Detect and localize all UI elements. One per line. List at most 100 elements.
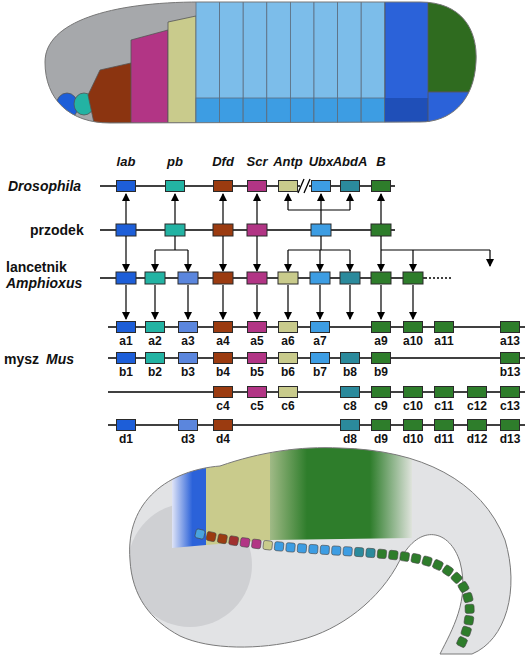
row-label: przodek <box>30 222 84 238</box>
fly-segment <box>220 0 244 125</box>
gene-name: c11 <box>434 399 453 413</box>
mouse-embryo <box>120 440 520 656</box>
somite <box>388 550 398 560</box>
gene-name: Antp <box>273 154 303 169</box>
somite <box>354 547 364 557</box>
gene-name: a5 <box>250 334 263 348</box>
fly-segment <box>243 0 267 125</box>
gene-name: b5 <box>250 365 264 379</box>
gene-box: c11 <box>434 386 454 398</box>
gene-name: b8 <box>343 365 357 379</box>
gene-name: d3 <box>181 432 195 446</box>
fly-segment <box>196 0 220 125</box>
gene-box: Dfd <box>213 180 233 192</box>
ancestor-genes <box>116 224 391 236</box>
gene-name: a4 <box>216 334 229 348</box>
gene-box: a2 <box>145 321 165 333</box>
gene-name: Dfd <box>212 154 234 169</box>
gene-name: b6 <box>281 365 295 379</box>
somite <box>422 556 433 567</box>
somite <box>206 531 217 542</box>
somite <box>464 615 474 625</box>
somite <box>286 543 296 553</box>
gene-box: d12 <box>467 419 487 431</box>
gene-name: d12 <box>467 432 488 446</box>
gene-name: a13 <box>500 334 520 348</box>
gene-box: d13 <box>500 419 520 431</box>
gene-name: AbdA <box>333 154 368 169</box>
gene-box: a3 <box>178 321 198 333</box>
gene-name: Scr <box>247 154 268 169</box>
gene-name: b13 <box>500 365 521 379</box>
gene-box: b1 <box>116 352 136 364</box>
gene-box: b3 <box>178 352 198 364</box>
gene-name: c9 <box>374 399 387 413</box>
gene-box: c6 <box>278 386 298 398</box>
somite <box>411 553 422 564</box>
row-label: mysz <box>4 351 39 367</box>
gene-name: a9 <box>374 334 387 348</box>
gene-name: d11 <box>434 432 454 446</box>
gene-name: d4 <box>216 432 230 446</box>
gene-name: c8 <box>343 399 356 413</box>
gene-box: b2 <box>145 352 165 364</box>
gene-box: pb <box>165 180 185 192</box>
gene-box: c9 <box>371 386 391 398</box>
fly-segment <box>314 0 338 125</box>
gene-box: a9 <box>371 321 391 333</box>
gene-box: b6 <box>278 352 298 364</box>
row-label: lancetnik <box>6 259 67 275</box>
gene-name: Ubx <box>309 154 334 169</box>
gene-box: AbdA <box>340 180 360 192</box>
gene-name: pb <box>167 154 183 169</box>
somite <box>251 539 261 549</box>
somite <box>274 541 284 551</box>
gene-name: b3 <box>181 365 195 379</box>
gene-name: B <box>376 154 385 169</box>
fly-segment <box>361 0 385 125</box>
row-label: Amphioxus <box>6 275 82 291</box>
somite <box>377 549 387 559</box>
somite <box>400 551 410 561</box>
somite <box>450 572 463 585</box>
gene-box: lab <box>116 180 136 192</box>
gene-name: c4 <box>216 399 229 413</box>
gene-box: a13 <box>500 321 520 333</box>
gene-name: a1 <box>119 334 132 348</box>
gene-name: a7 <box>313 334 326 348</box>
fly-outline <box>45 2 476 123</box>
gene-name: a2 <box>148 334 161 348</box>
somite <box>217 534 227 544</box>
gene-name: b9 <box>374 365 388 379</box>
gene-box: c5 <box>247 386 267 398</box>
gene-box: d9 <box>371 419 391 431</box>
gene-name: c10 <box>403 399 423 413</box>
gene-name: c13 <box>500 399 520 413</box>
gene-box: Ubx <box>311 180 331 192</box>
somite <box>320 545 330 555</box>
gene-box: c12 <box>467 386 487 398</box>
gene-box: b4 <box>213 352 233 364</box>
gene-name: c6 <box>281 399 294 413</box>
row-label: Drosophila <box>8 178 81 194</box>
gene-box: a4 <box>213 321 233 333</box>
somite <box>442 564 454 576</box>
gene-name: c5 <box>250 399 263 413</box>
homology-arrows <box>126 194 490 319</box>
gene-box: a5 <box>247 321 267 333</box>
gene-box: Antp <box>278 180 298 192</box>
gene-name: d1 <box>119 432 133 446</box>
gene-name: a10 <box>403 334 423 348</box>
gene-box: b9 <box>371 352 391 364</box>
fly-embryo <box>40 0 480 125</box>
gene-box: b13 <box>500 352 520 364</box>
gene-name: d13 <box>500 432 521 446</box>
gene-box: c13 <box>500 386 520 398</box>
gene-box: d4 <box>213 419 233 431</box>
gene-box: a11 <box>434 321 454 333</box>
gene-box: b8 <box>340 352 360 364</box>
gene-name: b7 <box>313 365 327 379</box>
fly-segment <box>338 0 362 125</box>
somite <box>461 626 472 637</box>
row-label: Mus <box>46 351 74 367</box>
